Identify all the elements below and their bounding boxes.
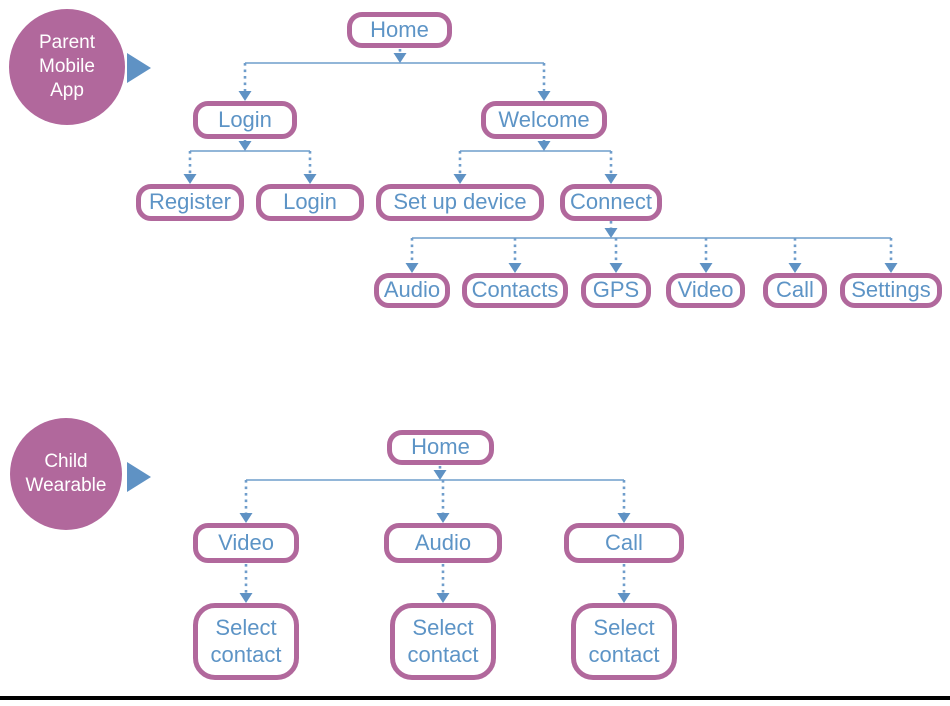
node-parent-login2: Login: [256, 184, 364, 221]
arrowhead: [393, 53, 407, 63]
arrowhead: [436, 593, 450, 603]
arrowhead: [604, 174, 618, 184]
arrowhead: [537, 141, 551, 151]
node-parent-contacts: Contacts: [462, 273, 568, 308]
arrowhead: [238, 91, 252, 101]
arrowhead: [537, 91, 551, 101]
arrowhead: [433, 470, 447, 480]
node-child-home: Home: [387, 430, 494, 465]
node-parent-gps: GPS: [581, 273, 651, 308]
arrowhead: [699, 263, 713, 273]
node-child-select-contact-call: Select contact: [571, 603, 677, 680]
node-child-video: Video: [193, 523, 299, 563]
arrowhead: [617, 593, 631, 603]
node-parent-setup-device: Set up device: [376, 184, 544, 221]
arrowhead: [239, 513, 253, 523]
node-parent-welcome: Welcome: [481, 101, 607, 139]
node-child-call: Call: [564, 523, 684, 563]
arrowhead: [617, 513, 631, 523]
node-parent-audio: Audio: [374, 273, 450, 308]
arrowhead: [238, 141, 252, 151]
node-parent-settings: Settings: [840, 273, 942, 308]
arrowhead: [884, 263, 898, 273]
node-child-select-contact-video: Select contact: [193, 603, 299, 680]
node-parent-call: Call: [763, 273, 827, 308]
arrowhead: [303, 174, 317, 184]
node-parent-video: Video: [666, 273, 745, 308]
node-parent-register: Register: [136, 184, 244, 221]
child-wearable-arrow-right-icon: [127, 462, 151, 492]
arrowhead: [609, 263, 623, 273]
arrowhead: [239, 593, 253, 603]
parent-tree-connectors: [183, 49, 898, 273]
arrowhead: [604, 228, 618, 238]
arrowhead: [183, 174, 197, 184]
bottom-divider: [0, 696, 950, 700]
parent-app-badge: Parent Mobile App: [9, 9, 125, 125]
node-parent-home: Home: [347, 12, 452, 48]
arrowhead: [453, 174, 467, 184]
parent-app-arrow-right-icon: [127, 53, 151, 83]
node-parent-connect: Connect: [560, 184, 662, 221]
arrowhead: [508, 263, 522, 273]
node-child-select-contact-audio: Select contact: [390, 603, 496, 680]
arrowhead: [436, 513, 450, 523]
child-wearable-badge: Child Wearable: [10, 418, 122, 530]
node-child-audio: Audio: [384, 523, 502, 563]
node-parent-login: Login: [193, 101, 297, 139]
arrowhead: [405, 263, 419, 273]
arrowhead: [788, 263, 802, 273]
child-tree-connectors: [239, 466, 631, 603]
